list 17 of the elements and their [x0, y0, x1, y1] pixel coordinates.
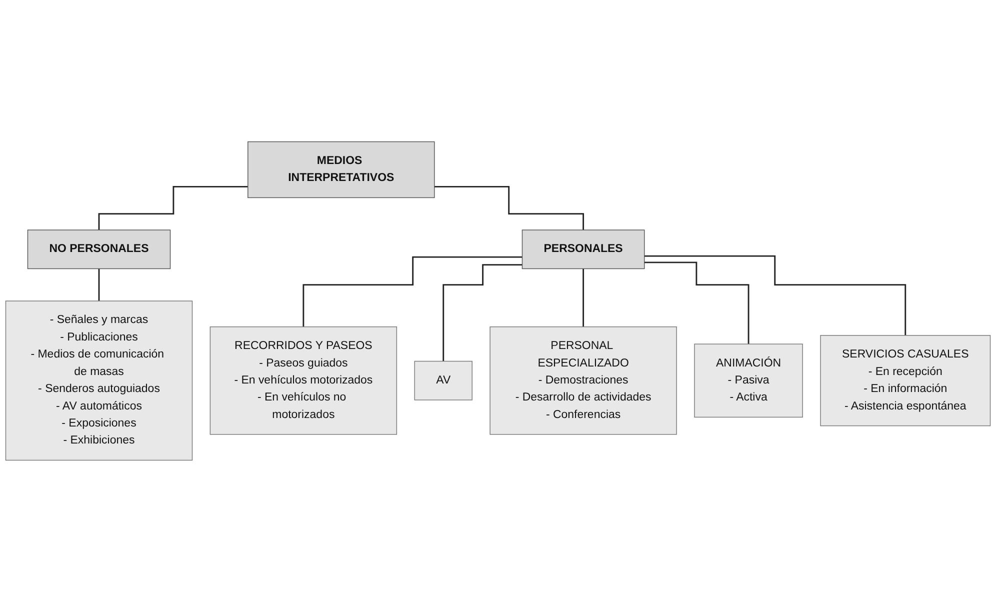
node-box: NO PERSONALES	[27, 229, 171, 269]
node-box: SERVICIOS CASUALES - En recepción - En información - Asistencia espontánea	[820, 334, 991, 426]
node-box: RECORRIDOS Y PASEOS - Paseos guiados - En vehículos motorizados - En vehículos no motorizados	[210, 326, 398, 434]
connector	[582, 268, 584, 328]
node-box: AV	[414, 360, 472, 400]
connector	[98, 186, 248, 230]
node-box: MEDIOS INTERPRETATIVOS	[248, 140, 435, 198]
connector	[644, 261, 750, 344]
connector	[442, 264, 522, 362]
connector	[98, 268, 100, 302]
connector	[434, 186, 584, 230]
node-box: ANIMACIÓN - Pasiva - Activa	[694, 343, 803, 418]
node-box: PERSONAL ESPECIALIZADO - Demostraciones - Desarrollo de actividades - Conferencias	[490, 326, 677, 434]
node-box: PERSONALES	[522, 229, 645, 269]
connector	[644, 254, 906, 336]
node-box: - Señales y marcas - Publicaciones - Medios de comunicación de masas - Senderos autoguiados - AV automáticos - Exposiciones - Exhibiciones	[5, 300, 193, 460]
connector	[302, 256, 522, 328]
